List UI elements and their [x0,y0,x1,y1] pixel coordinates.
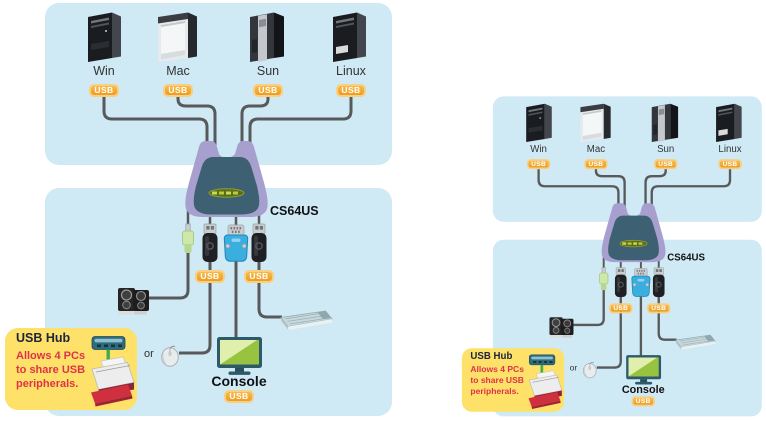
monitor [626,355,662,385]
monitor [217,337,262,375]
console-usb-badge: USB [631,396,655,407]
keyboard [280,310,333,330]
keyboard [675,334,716,350]
computer-tower-mac [580,103,611,143]
computer-label-mac: Mac [166,64,190,78]
usb-hub [91,336,126,364]
usb-port-badge: USB [163,84,193,97]
printer [91,356,135,407]
usb-cable-badge: USB [647,303,671,314]
computer-tower-sun [651,103,679,143]
usb-hub-callout [5,328,137,410]
computer-label-mac: Mac [586,143,606,155]
usb-cable-badge: USB [244,270,274,283]
mouse [582,361,597,379]
or-label: or [569,363,578,373]
usb-port-badge: USB [253,84,283,97]
usb-hub-note-line: peripherals. [470,386,519,397]
speakers [549,317,574,338]
usb-hub-title: USB Hub [16,331,71,345]
usb-plug-a [202,223,218,262]
diagram-graphics [5,12,366,410]
computer-tower-linux [716,103,742,143]
computer-label-sun: Sun [657,143,675,155]
computer-label-linux: Linux [718,143,742,155]
usb-plug-b [251,223,267,262]
mouse [161,345,179,367]
usb-hub-note-line: to share USB [16,364,86,376]
printer [528,370,563,410]
computer-tower-mac [158,12,197,62]
usb-hub-note-line: peripherals. [16,378,79,390]
kvm-diagram-large: Win Mac Sun Linux USB USB USB USB CS64US… [5,3,392,416]
usb-cable-badge: USB [609,303,633,314]
diagram-graphics [461,103,742,412]
computer-label-sun: Sun [256,64,280,78]
usb-port-badge: USB [89,84,119,97]
kvm-model-label: CS64US [270,204,319,218]
usb-hub-note-line: to share USB [470,376,524,386]
usb-hub-note-line: Allows 4 PCs [16,350,86,362]
kvm-diagram-small: Win Mac Sun Linux USB USB USB USB CS64US… [458,94,766,420]
kvm-model-label: CS64US [667,252,705,263]
usb-cable-badge: USB [195,270,225,283]
usb-port-badge: USB [654,159,678,170]
console-usb-badge: USB [224,390,254,403]
kvm-switch [601,203,666,263]
vga-plug [631,268,651,297]
usb-port-badge: USB [526,159,551,170]
computer-label-win: Win [530,143,547,155]
speakers [118,288,149,315]
usb-hub-title: USB Hub [470,350,513,362]
computer-tower-sun [250,12,284,62]
vga-plug [223,224,249,262]
console-label: Console [211,373,267,389]
usb-port-badge: USB [584,159,608,170]
usb-hub-callout [461,348,565,412]
audio-plug [182,223,194,253]
computer-tower-linux [333,12,366,62]
cables [537,169,732,369]
kvm-switch [185,141,268,217]
or-label: or [144,348,154,360]
computer-label-win: Win [93,64,115,78]
audio-plug [599,267,609,291]
usb-port-badge: USB [718,159,742,170]
computer-tower-win [526,103,552,143]
usb-hub-note-line: Allows 4 PCs [470,365,524,375]
usb-hub [528,354,556,376]
computer-tower-win [88,12,121,62]
usb-port-badge: USB [336,84,366,97]
usb-plug-a [614,267,627,298]
usb-plug-b [652,267,665,298]
computer-label-linux: Linux [336,64,366,78]
console-label: Console [621,383,665,396]
